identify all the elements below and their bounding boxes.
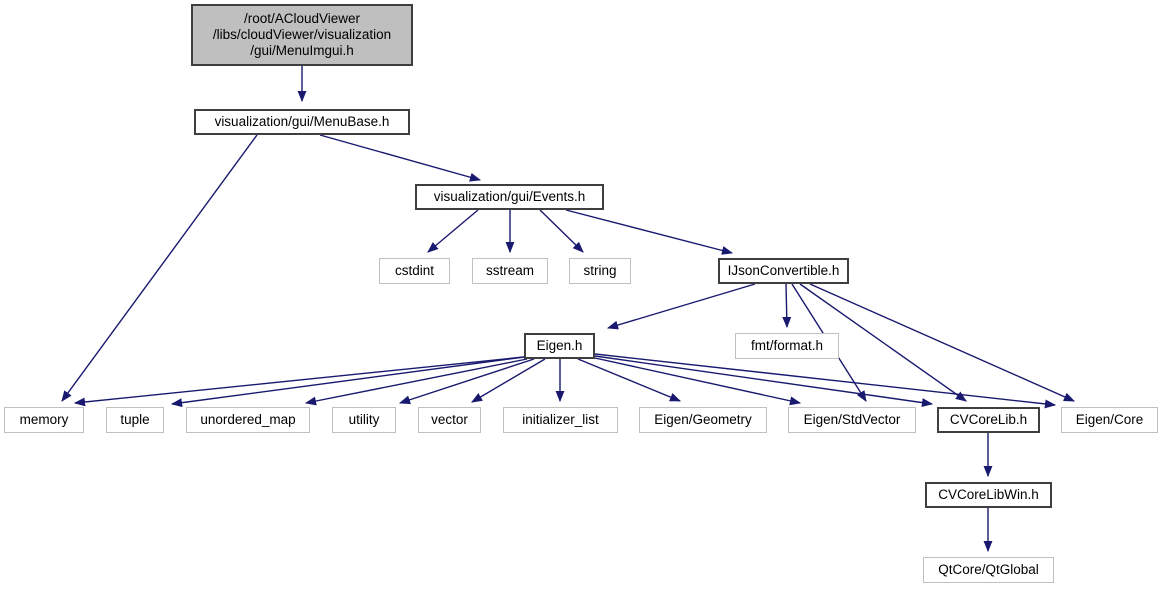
node-label-string: string [583, 263, 617, 278]
node-label-utility: utility [348, 412, 380, 427]
edge-eigenh-to-utility [398, 358, 535, 405]
node-label-eigenh: Eigen.h [536, 338, 583, 353]
node-eigen_geometry[interactable]: Eigen/Geometry [639, 407, 767, 433]
node-label-fmtformat: fmt/format.h [750, 338, 823, 353]
node-sstream[interactable]: sstream [472, 258, 548, 284]
node-label-cvcorelibwin: CVCoreLibWin.h [938, 487, 1039, 502]
edge-ijsonconvertible-to-eigenh [606, 283, 756, 330]
node-string[interactable]: string [569, 258, 631, 284]
node-label-sstream: sstream [485, 263, 534, 278]
node-label-qtcore_qtglobal: QtCore/QtGlobal [938, 562, 1039, 577]
node-ijsonconvertible[interactable]: IJsonConvertible.h [718, 258, 849, 284]
edge-eigenh-to-eigen_core [594, 353, 1057, 409]
edge-eigenh-to-unordered_map [304, 358, 528, 406]
node-label-tuple: tuple [120, 412, 150, 427]
node-label-eigen_stdvector: Eigen/StdVector [803, 412, 901, 427]
node-cstdint[interactable]: cstdint [379, 258, 450, 284]
node-menubase[interactable]: visualization/gui/MenuBase.h [194, 109, 410, 135]
node-qtcore_qtglobal[interactable]: QtCore/QtGlobal [923, 557, 1054, 583]
node-memory[interactable]: memory [4, 407, 84, 433]
node-tuple[interactable]: tuple [106, 407, 164, 433]
edge-eigenh-to-cvcorelib [594, 355, 934, 408]
node-label-memory: memory [19, 412, 69, 427]
edge-ijsonconvertible-to-eigen_core [809, 283, 1076, 402]
edge-menubase-to-events [319, 134, 482, 182]
edge-eigenh-to-eigen_stdvector [594, 357, 802, 406]
node-label-menuimgui: /root/ACloudViewer /libs/cloudViewer/vis… [212, 11, 392, 58]
node-eigen_stdvector[interactable]: Eigen/StdVector [788, 407, 916, 433]
node-initializer_list[interactable]: initializer_list [503, 407, 618, 433]
node-eigenh[interactable]: Eigen.h [524, 333, 595, 359]
edge-ijsonconvertible-to-cvcorelib [799, 283, 967, 402]
node-label-menubase: visualization/gui/MenuBase.h [214, 114, 390, 129]
node-label-cvcorelib: CVCoreLib.h [949, 412, 1028, 427]
edge-eigenh-to-tuple [170, 356, 525, 408]
edge-events-to-string [539, 209, 584, 253]
node-label-events: visualization/gui/Events.h [433, 189, 586, 204]
edge-events-to-ijsonconvertible [565, 209, 734, 255]
node-label-eigen_geometry: Eigen/Geometry [654, 412, 752, 427]
node-label-vector: vector [431, 412, 468, 427]
node-label-cstdint: cstdint [394, 263, 435, 278]
node-eigen_core[interactable]: Eigen/Core [1061, 407, 1158, 433]
edge-group [61, 66, 1076, 553]
node-cvcorelibwin[interactable]: CVCoreLibWin.h [925, 482, 1052, 508]
node-unordered_map[interactable]: unordered_map [186, 407, 310, 433]
node-fmtformat[interactable]: fmt/format.h [735, 333, 839, 359]
node-cvcorelib[interactable]: CVCoreLib.h [937, 407, 1040, 433]
node-menuimgui: /root/ACloudViewer /libs/cloudViewer/vis… [191, 4, 413, 66]
edge-eigenh-to-vector [471, 358, 546, 403]
edge-menubase-to-memory [61, 134, 258, 402]
node-label-unordered_map: unordered_map [200, 412, 296, 427]
node-label-ijsonconvertible: IJsonConvertible.h [727, 263, 840, 278]
node-events[interactable]: visualization/gui/Events.h [415, 184, 604, 210]
edge-eigenh-to-eigen_geometry [577, 358, 682, 402]
node-label-initializer_list: initializer_list [522, 412, 599, 427]
edge-ijsonconvertible-to-fmtformat [782, 283, 792, 329]
edge-eigenh-to-memory [73, 356, 525, 407]
edge-events-to-cstdint [427, 209, 479, 253]
node-label-eigen_core: Eigen/Core [1075, 412, 1144, 427]
node-vector[interactable]: vector [418, 407, 481, 433]
node-utility[interactable]: utility [332, 407, 396, 433]
